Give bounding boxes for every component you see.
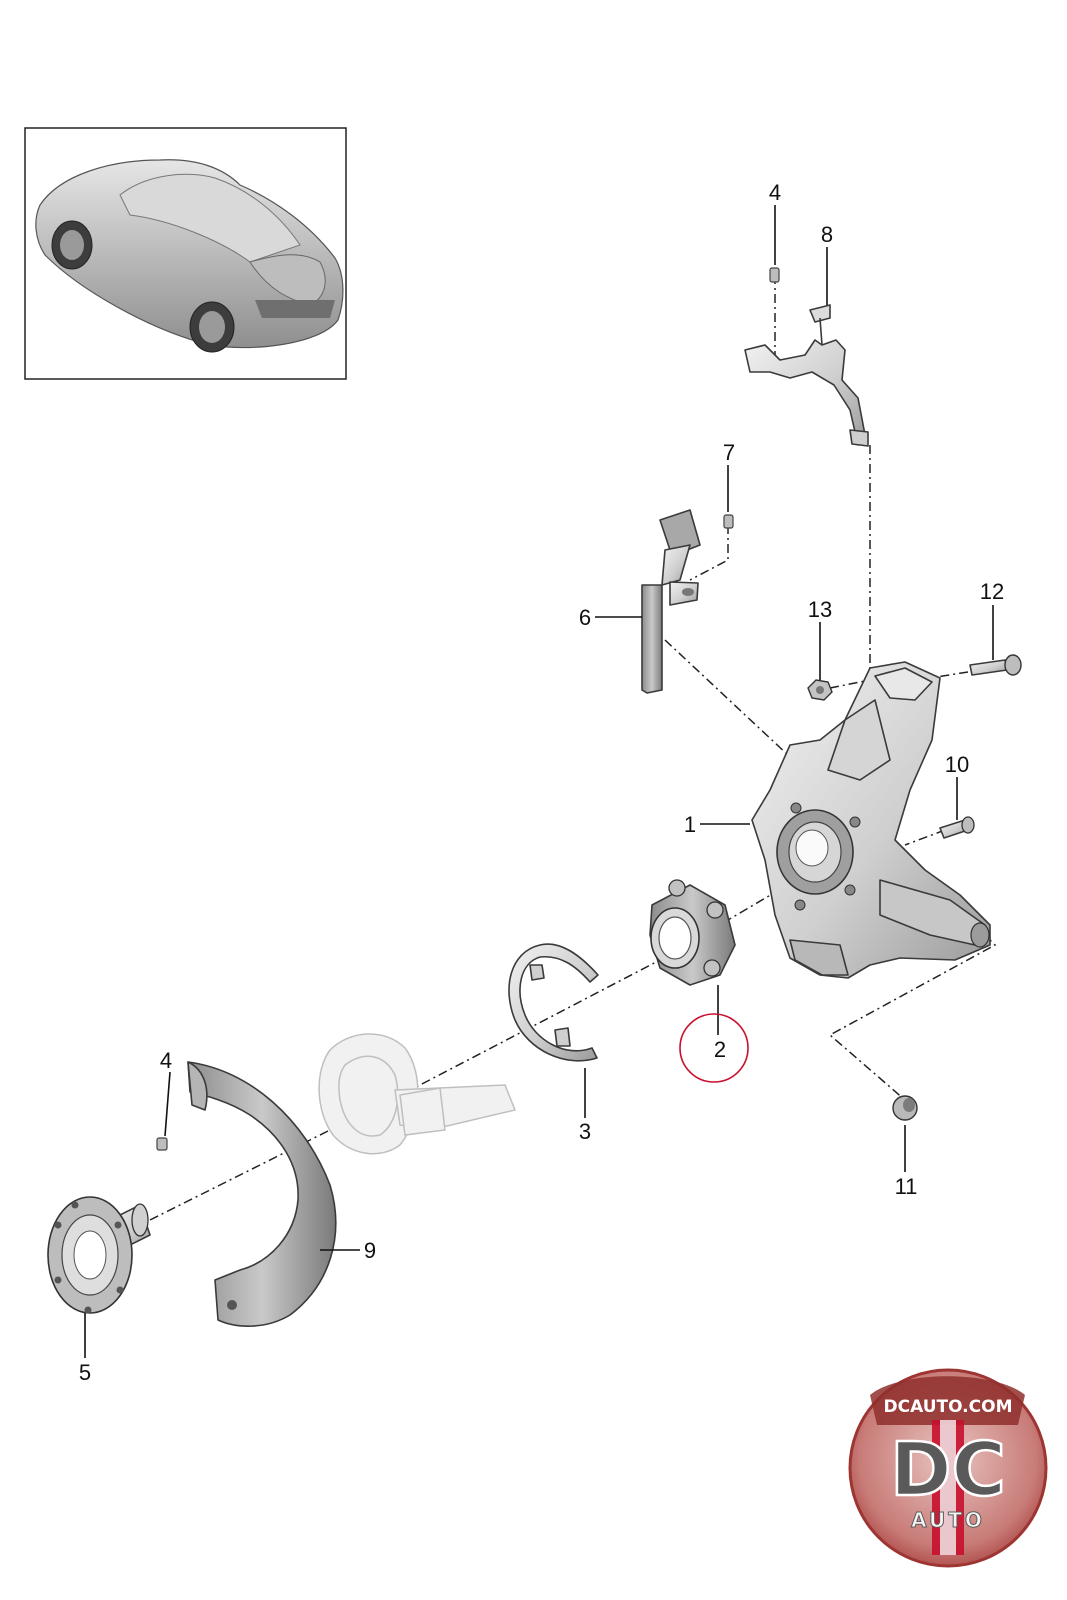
part-12-bolt (969, 654, 1022, 676)
callout-5: 5 (79, 1360, 91, 1385)
callout-1: 1 (684, 812, 696, 837)
part-3-cover-ring (508, 943, 599, 1062)
leader-lines (84, 205, 994, 1358)
highlight-ring-part-2 (679, 1013, 749, 1083)
callout-12: 12 (980, 579, 1004, 604)
part-8-brake-line-bracket (744, 304, 869, 447)
dcauto-watermark-logo: DCAUTO.COM DC AUTO (848, 1368, 1048, 1568)
part-10-bolt (939, 816, 975, 839)
callout-3: 3 (579, 1119, 591, 1144)
callout-4-top: 4 (769, 180, 781, 205)
car-illustration (35, 159, 344, 353)
callout-10: 10 (945, 752, 969, 777)
part-2-wheel-bearing (649, 879, 736, 986)
part-4-screw-bottom (156, 1137, 168, 1151)
inset-car-thumbnail (24, 127, 347, 380)
callout-8: 8 (821, 222, 833, 247)
part-5-wheel-hub (47, 1196, 151, 1314)
callout-labels: 4 8 7 6 13 12 10 1 2 3 4 11 9 5 (79, 180, 1004, 1385)
callout-7: 7 (723, 440, 735, 465)
part-11-nut (892, 1095, 918, 1121)
callout-13: 13 (808, 597, 832, 622)
part-7-screw (723, 514, 734, 529)
part-1-wheel-carrier (751, 661, 991, 979)
callout-6: 6 (579, 605, 591, 630)
parking-brake-shoes-reference (318, 1033, 517, 1155)
part-4-screw-top (769, 267, 780, 283)
part-9-brake-backing-plate (187, 1061, 337, 1327)
logo-top-text: DCAUTO.COM (883, 1397, 1012, 1417)
callout-11: 11 (895, 1174, 918, 1199)
part-6-wheel-speed-sensor (641, 509, 701, 694)
callout-9: 9 (364, 1238, 376, 1263)
logo-bottom-text: AUTO (911, 1508, 985, 1532)
callout-2: 2 (714, 1037, 726, 1062)
callout-4-bottom: 4 (160, 1048, 172, 1073)
part-13-nut (807, 679, 833, 701)
logo-monogram: DC (890, 1427, 1006, 1513)
